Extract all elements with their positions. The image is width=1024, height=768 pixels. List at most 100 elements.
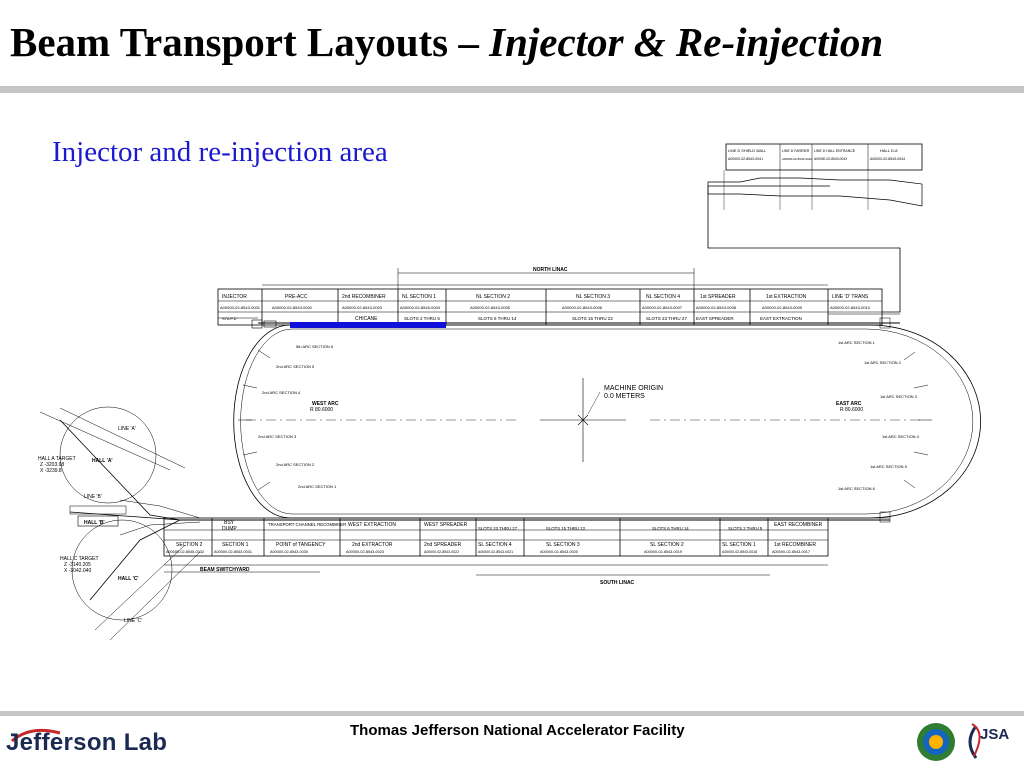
bottom-section-name: SL SECTION 2 <box>650 542 684 548</box>
top-section-drawing: A00000-02-8543-0003 <box>342 305 383 310</box>
beam-transport-diagram: NORTH LINAC SOUTH LINAC BEAM SWITCHYARD … <box>38 143 981 641</box>
north-linac-label: NORTH LINAC <box>533 267 568 273</box>
bottom-section-drawing: A00000-02-8543-0022 <box>424 550 459 554</box>
top-section-detail: STA P.D <box>222 316 237 321</box>
bottom-section-name: SECTION 1 <box>222 542 249 548</box>
east-arc-section: 1st ARC SECTION 6 <box>838 486 876 491</box>
top-section-name: NL SECTION 1 <box>402 294 436 300</box>
line-d-box-drawing: A00000-02-8543-0043 <box>814 157 847 161</box>
bottom-section-detail: SLOTS 15 THRU 22 <box>546 526 586 531</box>
top-section-drawing: A00000-02-8543-0008 <box>696 305 737 310</box>
top-section-detail: SLOTS 15 THRU 22 <box>572 316 613 321</box>
bottom-section-drawing: A00000-02-8543-0020 <box>540 550 578 554</box>
west-arc-section: 2nd ARC SECTION 2 <box>276 462 315 467</box>
top-section-drawing: A00000-02-8545-0004 <box>400 305 441 310</box>
east-arc-section: 1st ARC SECTION 4 <box>882 434 920 439</box>
west-arc-radius: R 80.6000 <box>310 407 333 413</box>
line-d-box-drawing: A00000-02-8543-0044 <box>870 157 905 161</box>
jefferson-lab-logo-text: Jefferson Lab <box>6 729 168 756</box>
bottom-section-drawing: A00000-02-8545-0032 <box>166 550 204 554</box>
bottom-section-detail: WEST SPREADER <box>424 522 468 528</box>
east-arc-label: EAST ARC <box>836 401 862 407</box>
hall-b-label: HALL 'B' <box>84 520 105 526</box>
west-arc-section: 2nd ARC SECTION 1 <box>298 484 337 489</box>
jefferson-lab-swoosh-icon <box>11 728 61 743</box>
bottom-section-drawing: A00000-02-8543-0031 <box>214 550 252 554</box>
bsy-dump-label-2: DUMP <box>222 526 237 532</box>
top-section-detail: SLOTS 23 THRU 27 <box>646 316 687 321</box>
top-sections-frame <box>217 288 883 326</box>
bottom-section-drawing: A00000-02-8543-0019 <box>644 550 682 554</box>
hall-c-circle <box>71 519 173 621</box>
bottom-section-name: SL SECTION 3 <box>546 542 580 548</box>
bottom-section-detail: SLOTS 23 THRU 27 <box>478 526 518 531</box>
bottom-section-drawing: A00000-02-8543-0030 <box>270 550 308 554</box>
bsy-dump-label: BSY <box>224 520 235 526</box>
title-italic: Injector & Re-injection <box>489 19 884 65</box>
top-section-drawing: A00000-02-8543-0007 <box>642 305 683 310</box>
jefferson-lab-logo: Jefferson Lab <box>6 727 176 761</box>
bottom-section-name: 2nd SPREADER <box>424 542 462 548</box>
line-d-box-name: LINE D SHIELD WALL <box>728 149 766 153</box>
line-d-box-frame <box>725 143 923 171</box>
bottom-section-detail: SLOTS 2 THRU 5 <box>728 526 763 531</box>
bottom-section-drawing: A00000-02-8543-0018 <box>722 550 757 554</box>
top-section-drawing: A00000-02-8543-0002 <box>272 305 313 310</box>
bottom-section-name: 2nd EXTRACTOR <box>352 542 393 548</box>
east-arc-radius: R 80.6000 <box>840 407 863 413</box>
bottom-section-drawing: A00000-02-8543-0017 <box>772 550 810 554</box>
top-section-detail: EAST SPREADER <box>696 316 734 321</box>
top-section-name: 1st EXTRACTION <box>766 294 807 300</box>
bottom-section-name: POINT of TANGENCY <box>276 542 326 548</box>
bottom-section-name: SL SECTION 4 <box>478 542 512 548</box>
line-d-box-name: LINE D HALL ENTRANCE <box>814 149 856 153</box>
hall-b-box <box>77 515 119 527</box>
top-section-name: LINE 'D' TRANS <box>832 294 869 300</box>
slide-subtitle: Injector and re-injection area <box>52 136 388 168</box>
beam-switchyard-label: BEAM SWITCHYARD <box>200 567 250 573</box>
bottom-section-name: 1st RECOMBINER <box>774 542 816 548</box>
top-section-detail: CHICANE <box>355 316 378 322</box>
hall-c-target: HALL C TARGET <box>60 556 99 562</box>
machine-origin-label: MACHINE ORIGIN <box>604 385 663 392</box>
south-linac-label: SOUTH LINAC <box>600 580 635 586</box>
east-arc-section: 1st ARC SECTION 5 <box>870 464 908 469</box>
hall-a-z: Z -3203.98 <box>40 462 64 468</box>
top-section-detail: SLOTS 6 THRU 14 <box>478 316 517 321</box>
hall-c-z: Z -3140.205 <box>64 562 91 568</box>
top-section-drawing: A00000-02-8543-0005 <box>470 305 511 310</box>
racetrack-inner <box>240 328 974 515</box>
doe-seal-icon <box>917 723 955 761</box>
hall-a-x: X -3239.8 <box>40 468 62 474</box>
west-arc-section: 2nd ARC SECTION 3 <box>258 434 297 439</box>
bottom-section-detail: EAST RECOMBINER <box>774 522 823 528</box>
east-arc-section: 1st ARC SECTION 2 <box>864 360 902 365</box>
top-section-detail: EAST EXTRACTION <box>760 316 802 321</box>
bottom-section-detail: WEST EXTRACTION <box>348 522 396 528</box>
bottom-section-detail: SLOTS 6 THRU 14 <box>652 526 689 531</box>
top-section-detail: SLOTS 2 THRU 5 <box>404 316 440 321</box>
bottom-section-drawing: A00000-02-8543-0023 <box>346 550 384 554</box>
switchyard-line-c <box>89 519 181 601</box>
bottom-sections-frame <box>163 517 829 557</box>
top-section-drawing: A00000-02-8543-0010 <box>830 305 871 310</box>
bottom-section-name: SL SECTION 1 <box>722 542 756 548</box>
top-section-name: NL SECTION 2 <box>476 294 510 300</box>
line-d-box-drawing: A00000-02-8543-0042 <box>782 157 812 161</box>
title-divider <box>0 86 1024 93</box>
hall-a-label: HALL 'A' <box>92 458 113 464</box>
line-d-box-drawing: A00000-02-8543-0041 <box>728 157 763 161</box>
hall-a-target: HALL A TARGET <box>38 456 76 462</box>
slide-title: Beam Transport Layouts – Injector & Re-i… <box>10 18 1010 66</box>
line-c-label: LINE 'C' <box>124 618 142 624</box>
footer-divider <box>0 711 1024 716</box>
switchyard-line-a <box>59 419 181 521</box>
line-d-transport <box>707 185 901 313</box>
injector-beam-highlight <box>290 322 446 328</box>
jsa-logo-text: JSA <box>980 726 1010 743</box>
west-arc-section: 2nd ARC SECTION 5 <box>276 364 315 369</box>
east-arc-section: 1st ARC SECTION 1 <box>838 340 876 345</box>
top-section-name: NL SECTION 3 <box>576 294 610 300</box>
west-arc-section: 2nd ARC SECTION 4 <box>262 390 301 395</box>
machine-origin-meters: 0.0 METERS <box>604 393 645 400</box>
